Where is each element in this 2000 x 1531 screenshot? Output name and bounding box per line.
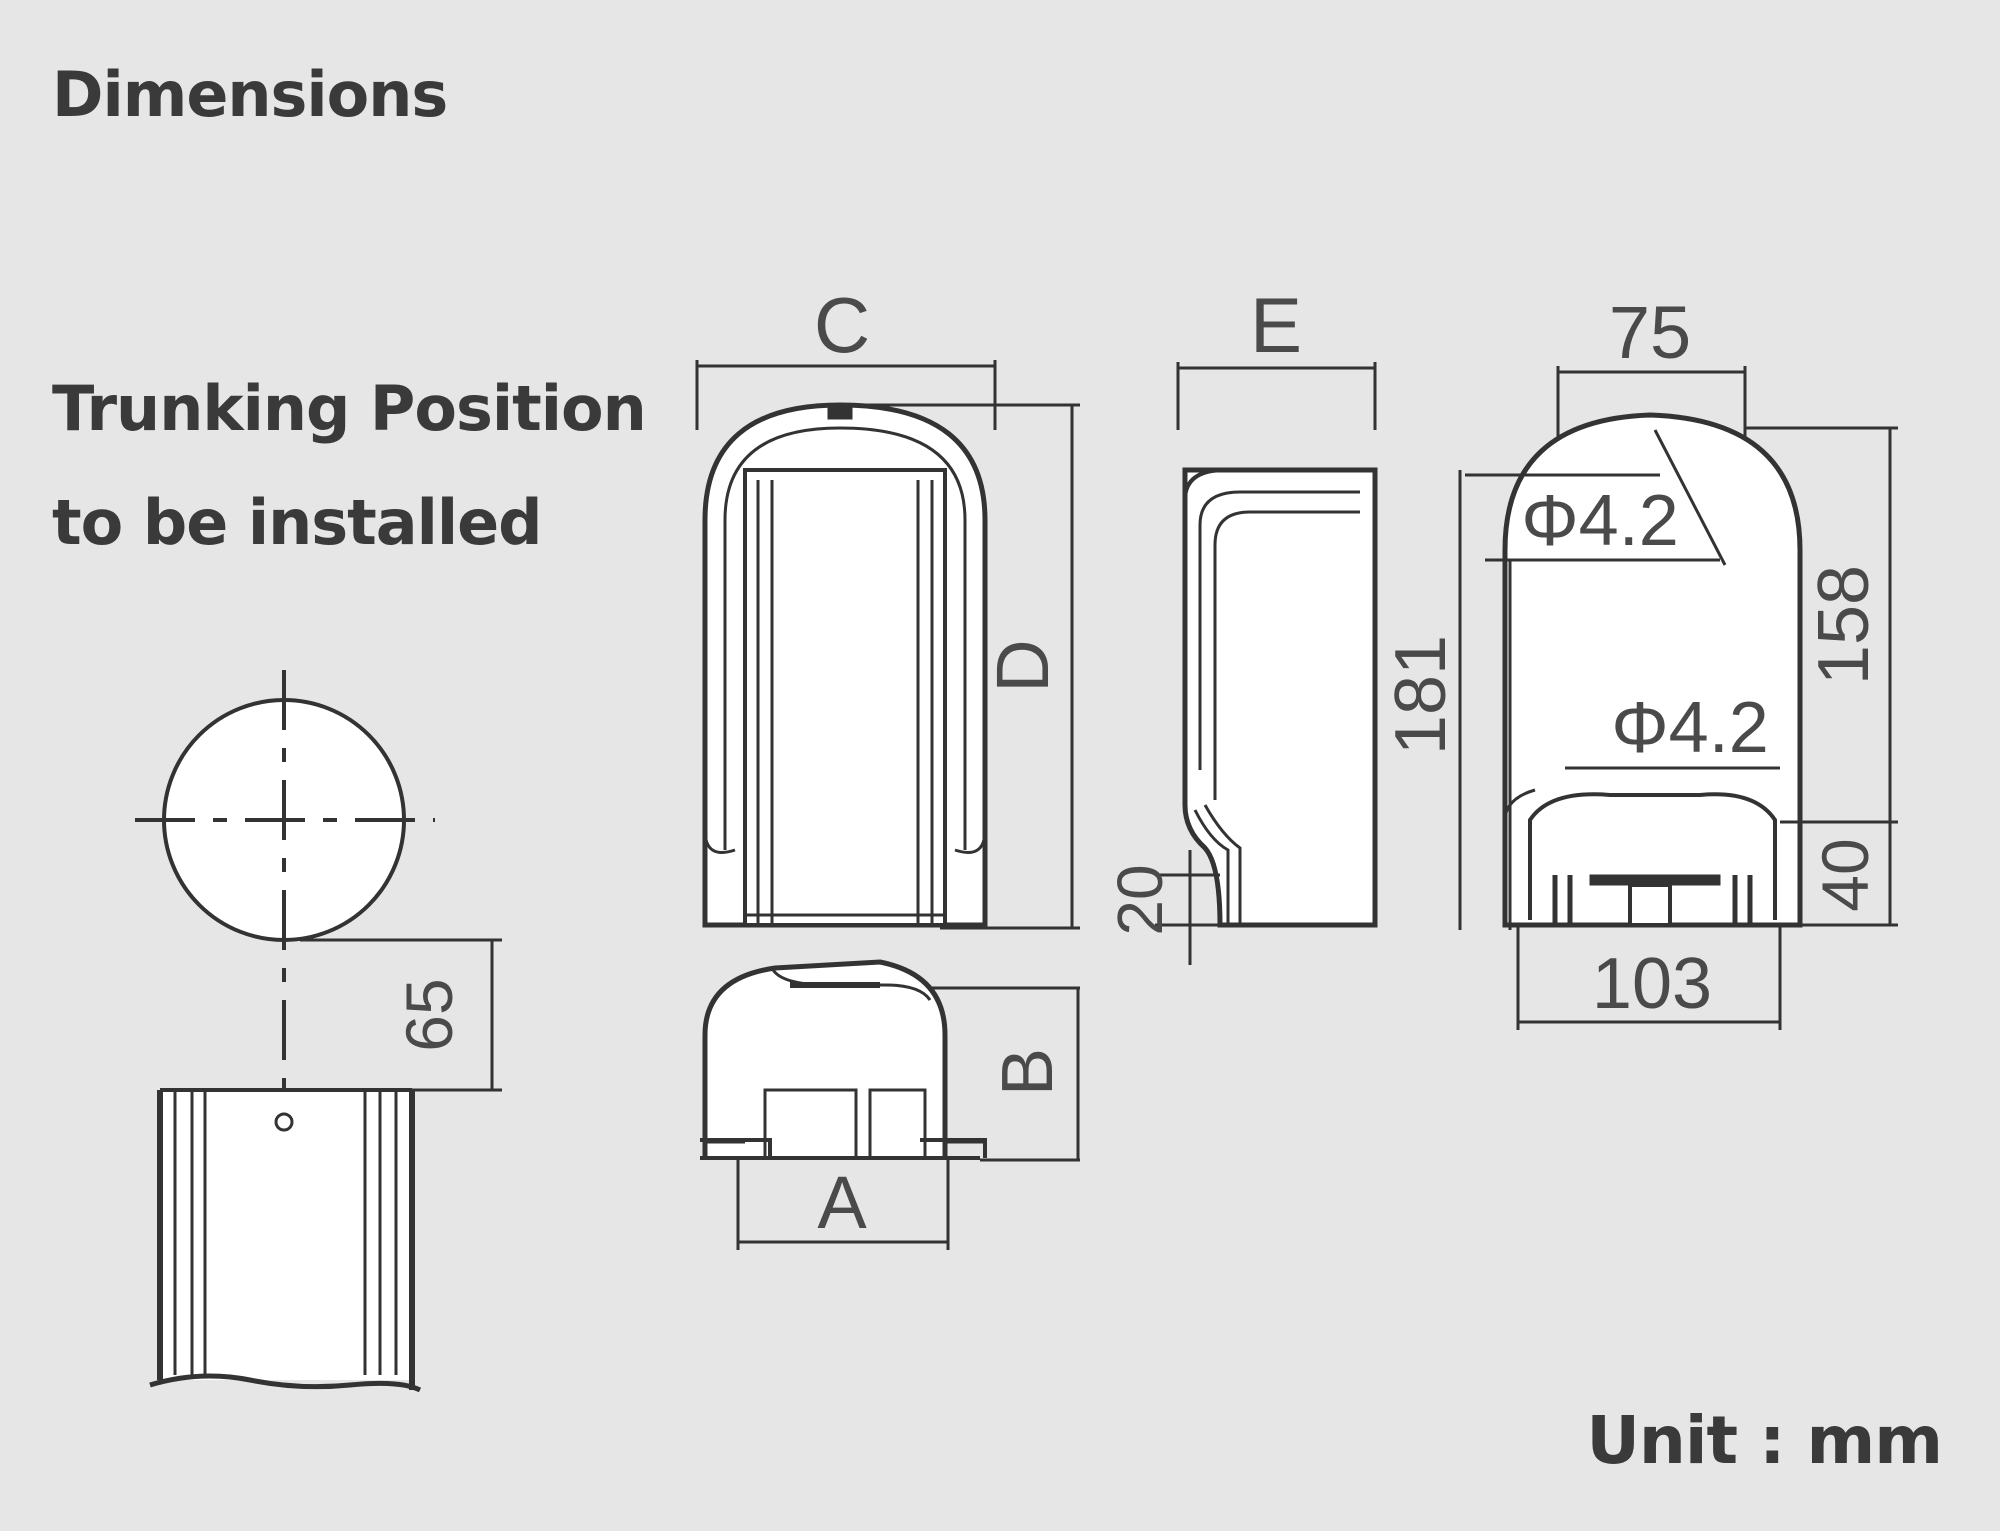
dim-40-label: 40 xyxy=(1808,838,1882,911)
unit-label: Unit : mm xyxy=(1586,1402,1943,1479)
bottom-inner-slots xyxy=(763,1088,927,1158)
dim-c-label: C xyxy=(814,281,870,369)
dim-b-label: B xyxy=(988,1048,1068,1096)
dim-d-label: D xyxy=(981,639,1064,692)
front-top-notch xyxy=(827,404,853,420)
side-view xyxy=(1155,362,1378,965)
screw-hole xyxy=(274,1112,294,1132)
dim-65-label: 65 xyxy=(392,978,466,1051)
dim-181-label: 181 xyxy=(1381,635,1461,755)
rear-screw-boss xyxy=(1628,883,1672,927)
trunking-position-label-line1: Trunking Position xyxy=(52,372,647,445)
dim-e-label: E xyxy=(1250,281,1302,369)
front-inner-channel xyxy=(743,468,947,927)
dim-a-label: A xyxy=(817,1161,867,1244)
dim-103-label: 103 xyxy=(1592,944,1712,1024)
trunking-position-diagram xyxy=(135,670,502,1393)
trunking-body xyxy=(160,1090,412,1380)
trunking-break-line xyxy=(149,1373,422,1393)
rear-view xyxy=(1458,366,1898,1030)
dim-75-label: 75 xyxy=(1609,291,1691,374)
trunking-position-label-line2: to be installed xyxy=(52,486,543,559)
dim-20-label: 20 xyxy=(1104,864,1176,935)
front-view xyxy=(695,360,1080,930)
dim-158-label: 158 xyxy=(1804,565,1884,685)
bottom-view xyxy=(700,959,1080,1250)
trunking-ribs xyxy=(173,1090,398,1375)
page-title: Dimensions xyxy=(52,58,448,131)
hole-upper-label: Φ4.2 xyxy=(1521,481,1679,561)
side-body xyxy=(1182,467,1378,928)
hole-lower-label: Φ4.2 xyxy=(1611,688,1769,768)
